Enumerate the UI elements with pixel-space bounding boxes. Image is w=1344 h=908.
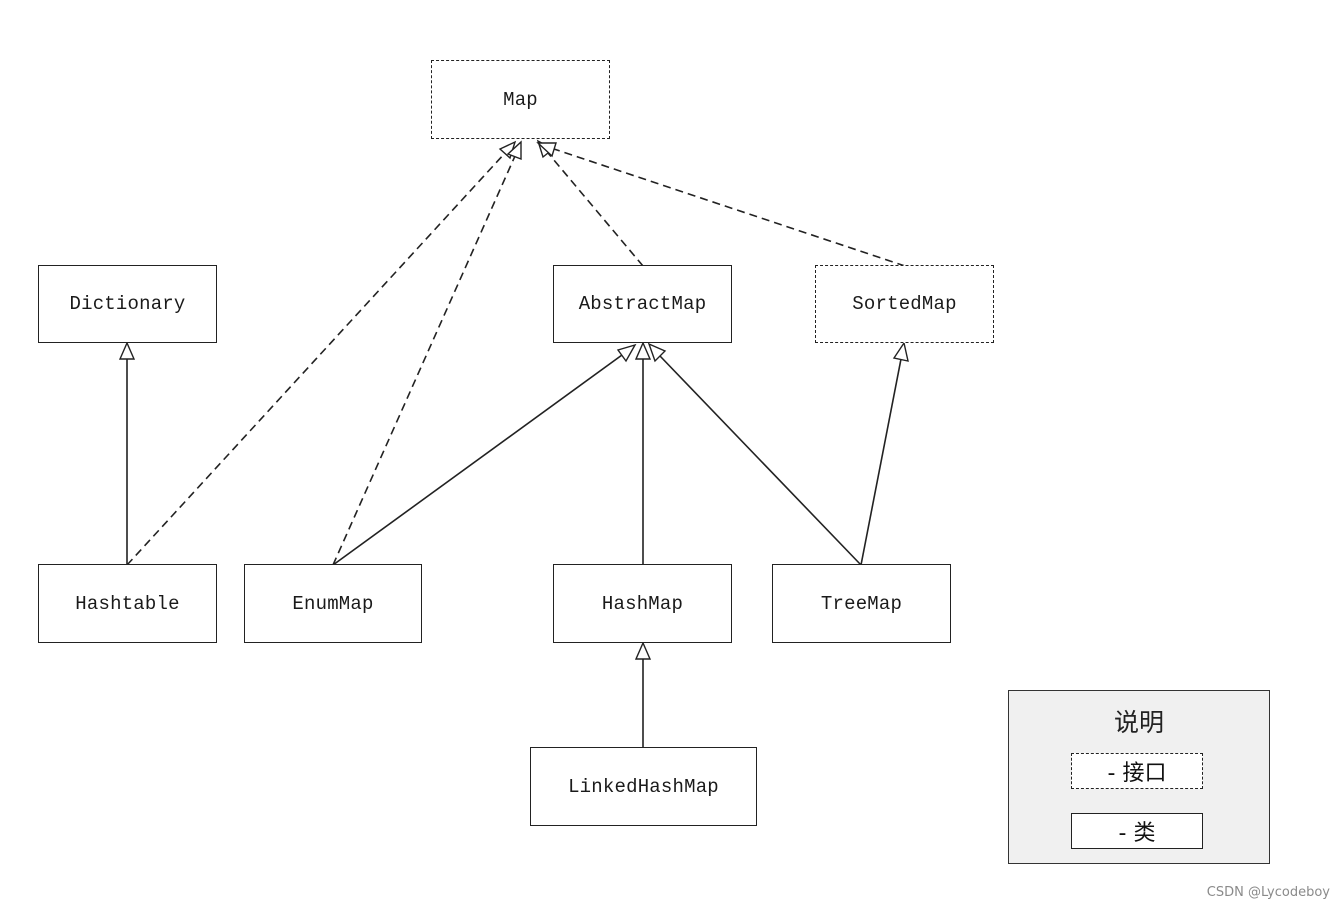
- edge-enummap-abstractmap-arrowhead: [616, 343, 637, 363]
- node-hashtable-label: Hashtable: [75, 592, 180, 615]
- watermark: CSDN @Lycodeboy: [1206, 885, 1330, 900]
- node-hashmap-label: HashMap: [601, 592, 684, 615]
- node-hashtable: Hashtable: [38, 564, 217, 643]
- edge-enummap-abstractmap: [332, 354, 623, 566]
- edge-treemap-abstractmap-arrowhead: [647, 342, 667, 363]
- node-treemap: TreeMap: [772, 564, 951, 643]
- node-treemap-label: TreeMap: [820, 592, 903, 615]
- node-enummap: EnumMap: [244, 564, 422, 643]
- node-abstractmap-label: AbstractMap: [578, 293, 707, 315]
- legend-title: 说明: [1113, 708, 1164, 737]
- edge-hashmap-abstractmap-arrowhead: [634, 341, 652, 360]
- node-dictionary-label: Dictionary: [69, 293, 186, 315]
- edge-treemap-sortedmap: [860, 358, 902, 566]
- edge-enummap-map: [332, 155, 516, 566]
- legend-class-sample: - 类: [1071, 813, 1203, 849]
- node-linkedhashmap: LinkedHashMap: [530, 747, 757, 826]
- node-hashmap: HashMap: [553, 564, 732, 643]
- legend-panel: 说明 - 接口 - 类: [1008, 690, 1270, 864]
- edge-hashtable-map: [126, 152, 506, 566]
- edge-sortedmap-map: [553, 148, 906, 267]
- legend-interface-label: - 接口: [1107, 761, 1167, 786]
- edge-hashtable-dictionary-arrowhead: [118, 341, 136, 360]
- node-linkedhashmap-label: LinkedHashMap: [568, 775, 719, 798]
- node-map: Map: [431, 60, 610, 139]
- edge-abstractmap-map: [547, 152, 644, 267]
- legend-interface-sample: - 接口: [1071, 753, 1203, 789]
- edge-linkedhashmap-hashmap-arrowhead: [634, 641, 652, 660]
- node-map-label: Map: [503, 88, 538, 111]
- edge-treemap-sortedmap-arrowhead: [892, 341, 909, 362]
- edge-treemap-abstractmap: [659, 355, 862, 566]
- edge-enummap-map-arrowhead: [506, 140, 522, 161]
- edge-sortedmap-map-arrowhead: [536, 142, 557, 158]
- node-abstractmap: AbstractMap: [553, 265, 732, 343]
- node-dictionary: Dictionary: [38, 265, 217, 343]
- node-enummap-label: EnumMap: [292, 592, 374, 615]
- node-sortedmap: SortedMap: [815, 265, 994, 343]
- node-sortedmap-label: SortedMap: [852, 293, 957, 315]
- legend-class-label: - 类: [1118, 821, 1156, 846]
